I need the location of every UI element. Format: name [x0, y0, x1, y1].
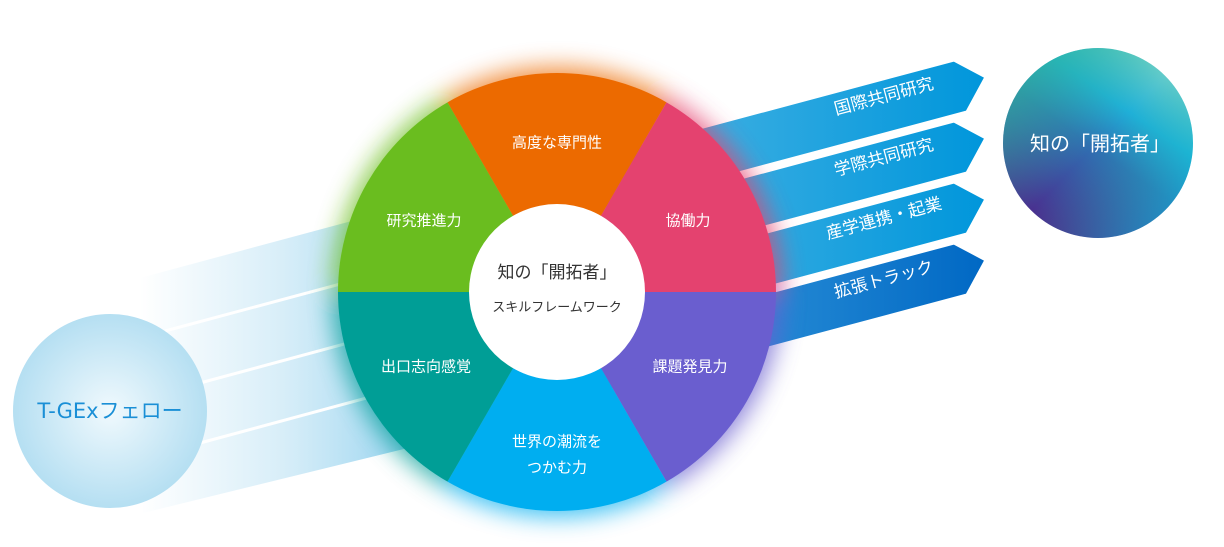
center-title: 知の「開拓者」: [498, 263, 617, 283]
t-gex-fellow-circle: T-GExフェロー: [13, 314, 207, 508]
segment-label-problem-finding: 課題発見力: [652, 358, 727, 376]
segment-label-research-promotion: 研究推進力: [386, 212, 461, 230]
center-subtitle: スキルフレームワーク: [492, 301, 622, 316]
pioneer-goal-circle: 知の「開拓者」: [1003, 48, 1193, 238]
segment-label-expertise: 高度な専門性: [512, 134, 602, 152]
t-gex-fellow-label: T-GExフェロー: [36, 399, 182, 423]
wheel-center: 知の「開拓者」 スキルフレームワーク: [469, 204, 645, 380]
segment-label-global-trends-2: つかむ力: [527, 459, 587, 477]
segment-global-trends: [447, 292, 667, 511]
segment-label-collaboration: 協働力: [665, 212, 710, 230]
segment-label-global-trends-1: 世界の潮流を: [512, 433, 602, 451]
segment-expertise: [447, 72, 667, 293]
pioneer-goal-label: 知の「開拓者」: [1030, 132, 1170, 156]
segment-label-exit-oriented: 出口志向感覚: [381, 358, 471, 376]
